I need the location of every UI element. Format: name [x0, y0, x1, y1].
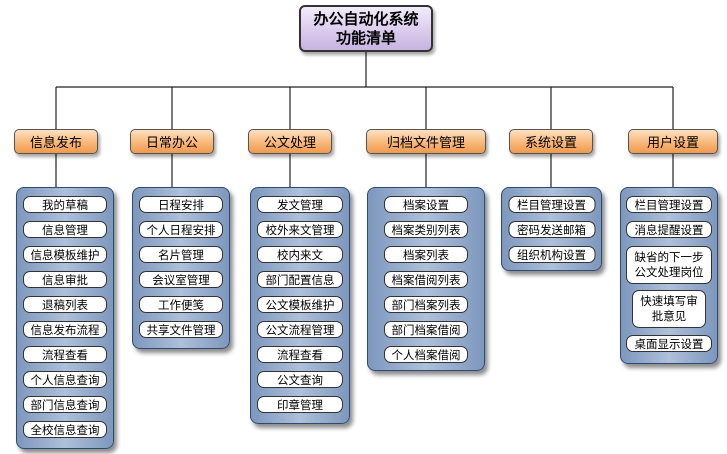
list-item: 流程查看: [23, 346, 107, 363]
list-item: 日程安排: [139, 196, 223, 213]
category-info-publish: 信息发布: [14, 129, 98, 154]
list-item: 缺省的下一步公文处理岗位: [626, 246, 712, 284]
list-item: 发文管理: [257, 196, 343, 213]
root-title-line1: 办公自动化系统: [313, 9, 419, 28]
list-item: 快速填写审批意见: [632, 290, 706, 328]
group-daily-office: 日程安排 个人日程安排 名片管理 会议室管理 工作便笺 共享文件管理: [132, 187, 230, 349]
root-node: 办公自动化系统 功能清单: [299, 5, 433, 52]
list-item: 组织机构设置: [508, 246, 595, 263]
list-item: 密码发送邮箱: [508, 221, 595, 238]
list-item: 档案借阅列表: [384, 271, 468, 288]
category-daily-office: 日常办公: [130, 129, 214, 154]
list-item: 流程查看: [257, 346, 343, 363]
list-item: 个人信息查询: [23, 371, 107, 388]
list-item: 档案列表: [384, 246, 468, 263]
list-item: 栏目管理设置: [508, 196, 595, 213]
list-item: 个人日程安排: [139, 221, 223, 238]
list-item: 信息审批: [23, 271, 107, 288]
category-system-settings: 系统设置: [509, 129, 593, 154]
list-item: 信息模板维护: [23, 246, 107, 263]
list-item: 名片管理: [139, 246, 223, 263]
list-item: 部门配置信息: [257, 271, 343, 288]
category-document-processing: 公文处理: [248, 129, 332, 154]
list-item: 档案设置: [384, 196, 468, 213]
list-item: 校外来文管理: [257, 221, 343, 238]
category-archive-management: 归档文件管理: [366, 129, 486, 154]
list-item-line: 快速填写审批意见: [640, 294, 698, 323]
list-item: 桌面显示设置: [626, 335, 712, 352]
list-item: 公文流程管理: [257, 321, 343, 338]
list-item: 档案类别列表: [384, 221, 468, 238]
list-item: 工作便笺: [139, 296, 223, 313]
list-item: 公文查询: [257, 371, 343, 388]
list-item: 信息管理: [23, 221, 107, 238]
list-item: 会议室管理: [139, 271, 223, 288]
category-user-settings: 用户设置: [628, 129, 718, 154]
list-item: 我的草稿: [23, 196, 107, 213]
list-item: 部门信息查询: [23, 396, 107, 413]
list-item-line: 缺省的下一步公文处理岗位: [634, 250, 704, 279]
list-item: 部门档案借阅: [384, 321, 468, 338]
list-item: 消息提醒设置: [626, 221, 712, 238]
group-document-processing: 发文管理 校外来文管理 校内来文 部门配置信息 公文模板维护 公文流程管理 流程…: [250, 187, 350, 424]
list-item: 信息发布流程: [23, 321, 107, 338]
group-archive-management: 档案设置 档案类别列表 档案列表 档案借阅列表 部门档案列表 部门档案借阅 个人…: [367, 187, 485, 371]
group-system-settings: 栏目管理设置 密码发送邮箱 组织机构设置: [501, 187, 602, 271]
group-info-publish: 我的草稿 信息管理 信息模板维护 信息审批 退稿列表 信息发布流程 流程查看 个…: [16, 187, 114, 449]
list-item: 共享文件管理: [139, 321, 223, 338]
list-item: 栏目管理设置: [626, 196, 712, 213]
list-item: 印章管理: [257, 396, 343, 413]
list-item: 公文模板维护: [257, 296, 343, 313]
list-item: 个人档案借阅: [384, 346, 468, 363]
group-user-settings: 栏目管理设置 消息提醒设置 缺省的下一步公文处理岗位 快速填写审批意见 桌面显示…: [620, 187, 718, 364]
list-item: 校内来文: [257, 246, 343, 263]
list-item: 退稿列表: [23, 296, 107, 313]
root-title-line2: 功能清单: [335, 28, 396, 47]
list-item: 全校信息查询: [23, 421, 107, 438]
list-item: 部门档案列表: [384, 296, 468, 313]
